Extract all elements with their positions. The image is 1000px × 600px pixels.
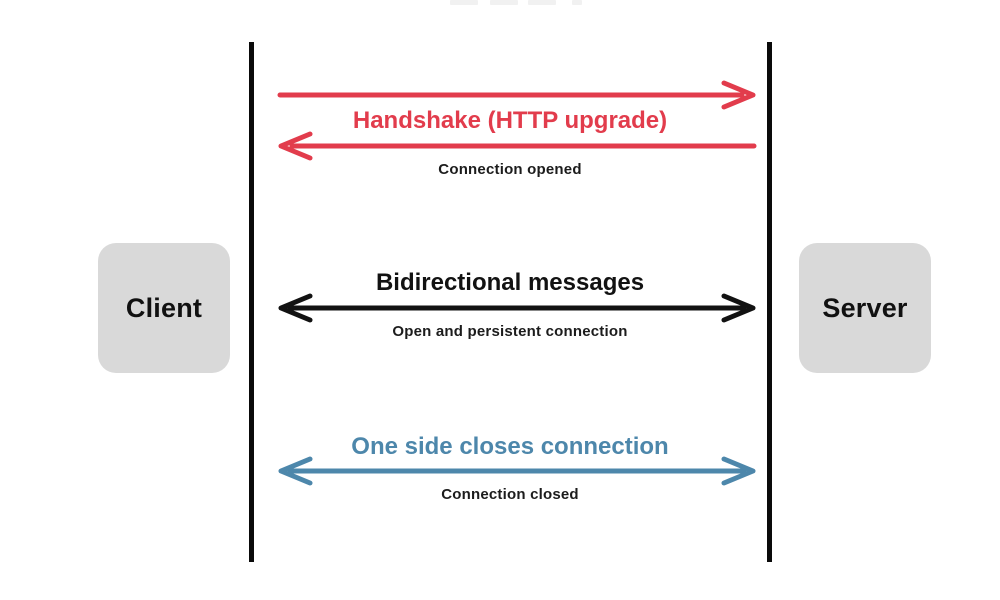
remnant-dash: [528, 0, 556, 5]
arrowhead-left-icon: [278, 131, 313, 161]
arrowhead-right-icon: [721, 80, 756, 110]
arrowhead-left-icon: [278, 456, 313, 486]
remnant-dash: [450, 0, 478, 5]
arrowhead-left-icon: [278, 293, 313, 323]
bidirectional-arrow: [278, 293, 756, 323]
bidirectional-title: Bidirectional messages: [375, 269, 645, 296]
server-box: Server: [799, 243, 931, 373]
close-title: One side closes connection: [351, 433, 669, 460]
handshake-response-arrow: [278, 131, 757, 161]
handshake-subtitle: Connection opened: [438, 161, 582, 178]
remnant-dash: [572, 0, 582, 5]
close-arrow: [278, 456, 756, 486]
handshake-title: Handshake (HTTP upgrade): [352, 107, 668, 134]
server-label: Server: [822, 292, 908, 323]
handshake-request-arrow: [277, 80, 756, 110]
bidirectional-subtitle: Open and persistent connection: [392, 323, 628, 340]
close-subtitle: Connection closed: [441, 486, 579, 503]
client-label: Client: [125, 292, 203, 323]
client-lifeline: [249, 42, 254, 562]
arrowhead-right-icon: [721, 293, 756, 323]
remnant-dash: [490, 0, 518, 5]
client-box: Client: [98, 243, 230, 373]
arrowhead-right-icon: [721, 456, 756, 486]
server-lifeline: [767, 42, 772, 562]
